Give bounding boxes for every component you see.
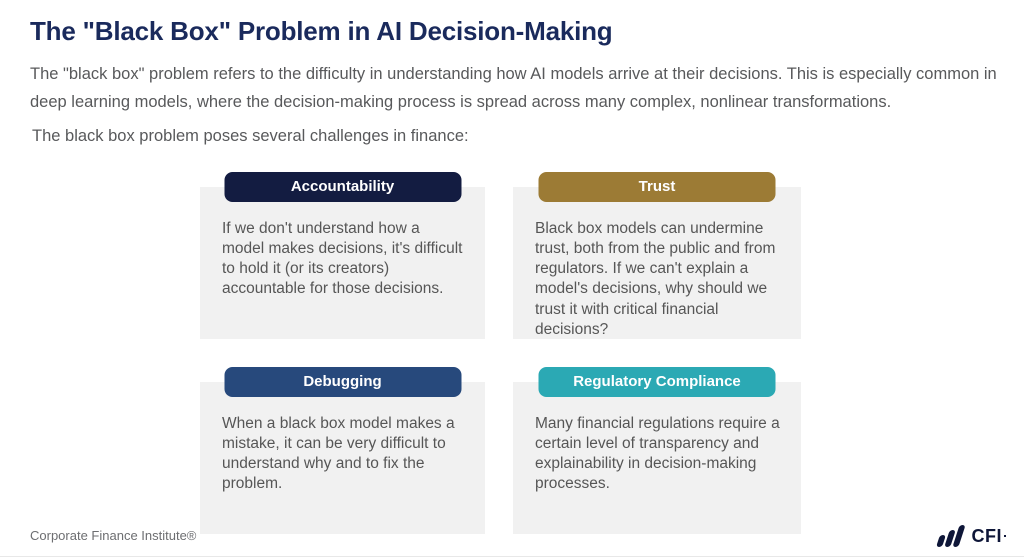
footer-brand-text: Corporate Finance Institute®: [30, 528, 197, 543]
card-header-trust: Trust: [538, 172, 776, 202]
card-accountability: Accountability If we don't understand ho…: [200, 172, 485, 339]
challenges-grid: Accountability If we don't understand ho…: [200, 172, 801, 534]
intro-paragraph: The "black box" problem refers to the di…: [30, 65, 997, 112]
card-body-trust: Black box models can undermine trust, bo…: [513, 187, 801, 339]
trademark-dot: [1004, 535, 1006, 537]
card-regulatory-compliance: Regulatory Compliance Many financial reg…: [513, 367, 801, 534]
card-header-debugging: Debugging: [224, 367, 461, 397]
page-title: The "Black Box" Problem in AI Decision-M…: [30, 16, 613, 46]
card-body-debugging: When a black box model makes a mistake, …: [200, 382, 485, 534]
card-debugging: Debugging When a black box model makes a…: [200, 367, 485, 534]
card-body-regulatory-compliance: Many financial regulations require a cer…: [513, 382, 801, 534]
bottom-divider: [0, 556, 1024, 557]
cfi-logo-bars-icon: [935, 525, 966, 547]
card-header-accountability: Accountability: [224, 172, 461, 202]
card-body-accountability: If we don't understand how a model makes…: [200, 187, 485, 339]
cfi-logo: CFI: [935, 525, 1006, 547]
challenge-line: The black box problem poses several chal…: [32, 127, 469, 145]
card-header-regulatory-compliance: Regulatory Compliance: [538, 367, 776, 397]
card-trust: Trust Black box models can undermine tru…: [513, 172, 801, 339]
cfi-logo-text: CFI: [971, 525, 1002, 546]
